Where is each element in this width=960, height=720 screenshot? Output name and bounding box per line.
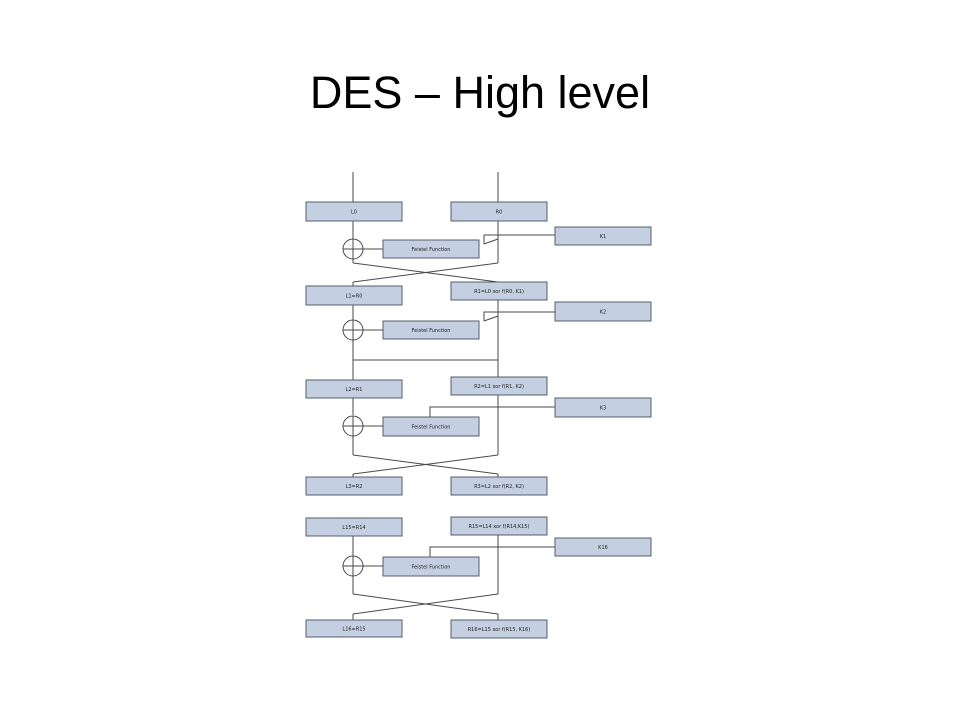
- r3-box: R3=L2 xor f(R2, K2): [450, 476, 548, 496]
- l0-label: L0: [351, 210, 357, 216]
- l1-label: L1=R0: [346, 294, 363, 300]
- feistel-function-box-2: Feistel Function: [382, 320, 480, 340]
- slide-title: DES – High level: [309, 67, 651, 118]
- l16-label: L16=R15: [342, 627, 365, 633]
- key-label-k2: K2: [600, 310, 606, 316]
- l16-box: L16=R15: [305, 619, 403, 638]
- l2-box: L2=R1: [305, 379, 403, 399]
- key-label-k3: K3: [600, 406, 606, 412]
- l0-box: L0: [305, 201, 403, 222]
- r16-box: R16=L15 xor f(R15, K16): [450, 619, 548, 639]
- r1-box: R1=L0 xor f(R0, K1): [450, 281, 548, 301]
- feistel-function-label-16: Feistel Function: [412, 565, 451, 571]
- key-box-k2: K2: [554, 301, 652, 322]
- l3-label: L3=R2: [346, 484, 363, 490]
- feistel-function-box-16: Feistel Function: [382, 556, 480, 577]
- r3-label: R3=L2 xor f(R2, K2): [474, 484, 524, 490]
- xor-symbol-2: [342, 319, 364, 341]
- xor-symbol-16: [342, 555, 364, 577]
- feistel-function-box-3: Feistel Function: [382, 416, 480, 437]
- xor-symbol-3: [342, 415, 364, 437]
- r15-box: R15=L14 xor f(R14,K15): [450, 516, 548, 536]
- l15-box: L15=R14: [305, 517, 403, 537]
- key-label-k1: K1: [600, 234, 606, 240]
- feistel-function-label-3: Feistel Function: [412, 425, 451, 431]
- r16-label: R16=L15 xor f(R15, K16): [468, 627, 531, 633]
- l1-box: L1=R0: [305, 285, 403, 306]
- r1-label: R1=L0 xor f(R0, K1): [474, 289, 524, 295]
- r0-box: R0: [450, 201, 548, 222]
- l2-label: L2=R1: [346, 387, 363, 393]
- xor-symbol-1: [342, 238, 364, 260]
- r2-box: R2=L1 xor f(R1, K2): [450, 376, 548, 396]
- l3-box: L3=R2: [305, 476, 403, 496]
- key-label-k16: K16: [598, 545, 608, 551]
- r2-label: R2=L1 xor f(R1, K2): [474, 384, 524, 390]
- key-box-k3: K3: [554, 397, 652, 418]
- wires: [352, 172, 555, 620]
- r15-label: R15=L14 xor f(R14,K15): [468, 524, 529, 530]
- r0-label: R0: [496, 210, 503, 216]
- feistel-function-label-1: Feistel Function: [412, 247, 451, 253]
- key-box-k16: K16: [554, 537, 652, 557]
- feistel-function-label-2: Feistel Function: [412, 328, 451, 334]
- l15-label: L15=R14: [342, 525, 365, 531]
- feistel-function-box-1: Feistel Function: [382, 239, 480, 259]
- key-box-k1: K1: [554, 226, 652, 246]
